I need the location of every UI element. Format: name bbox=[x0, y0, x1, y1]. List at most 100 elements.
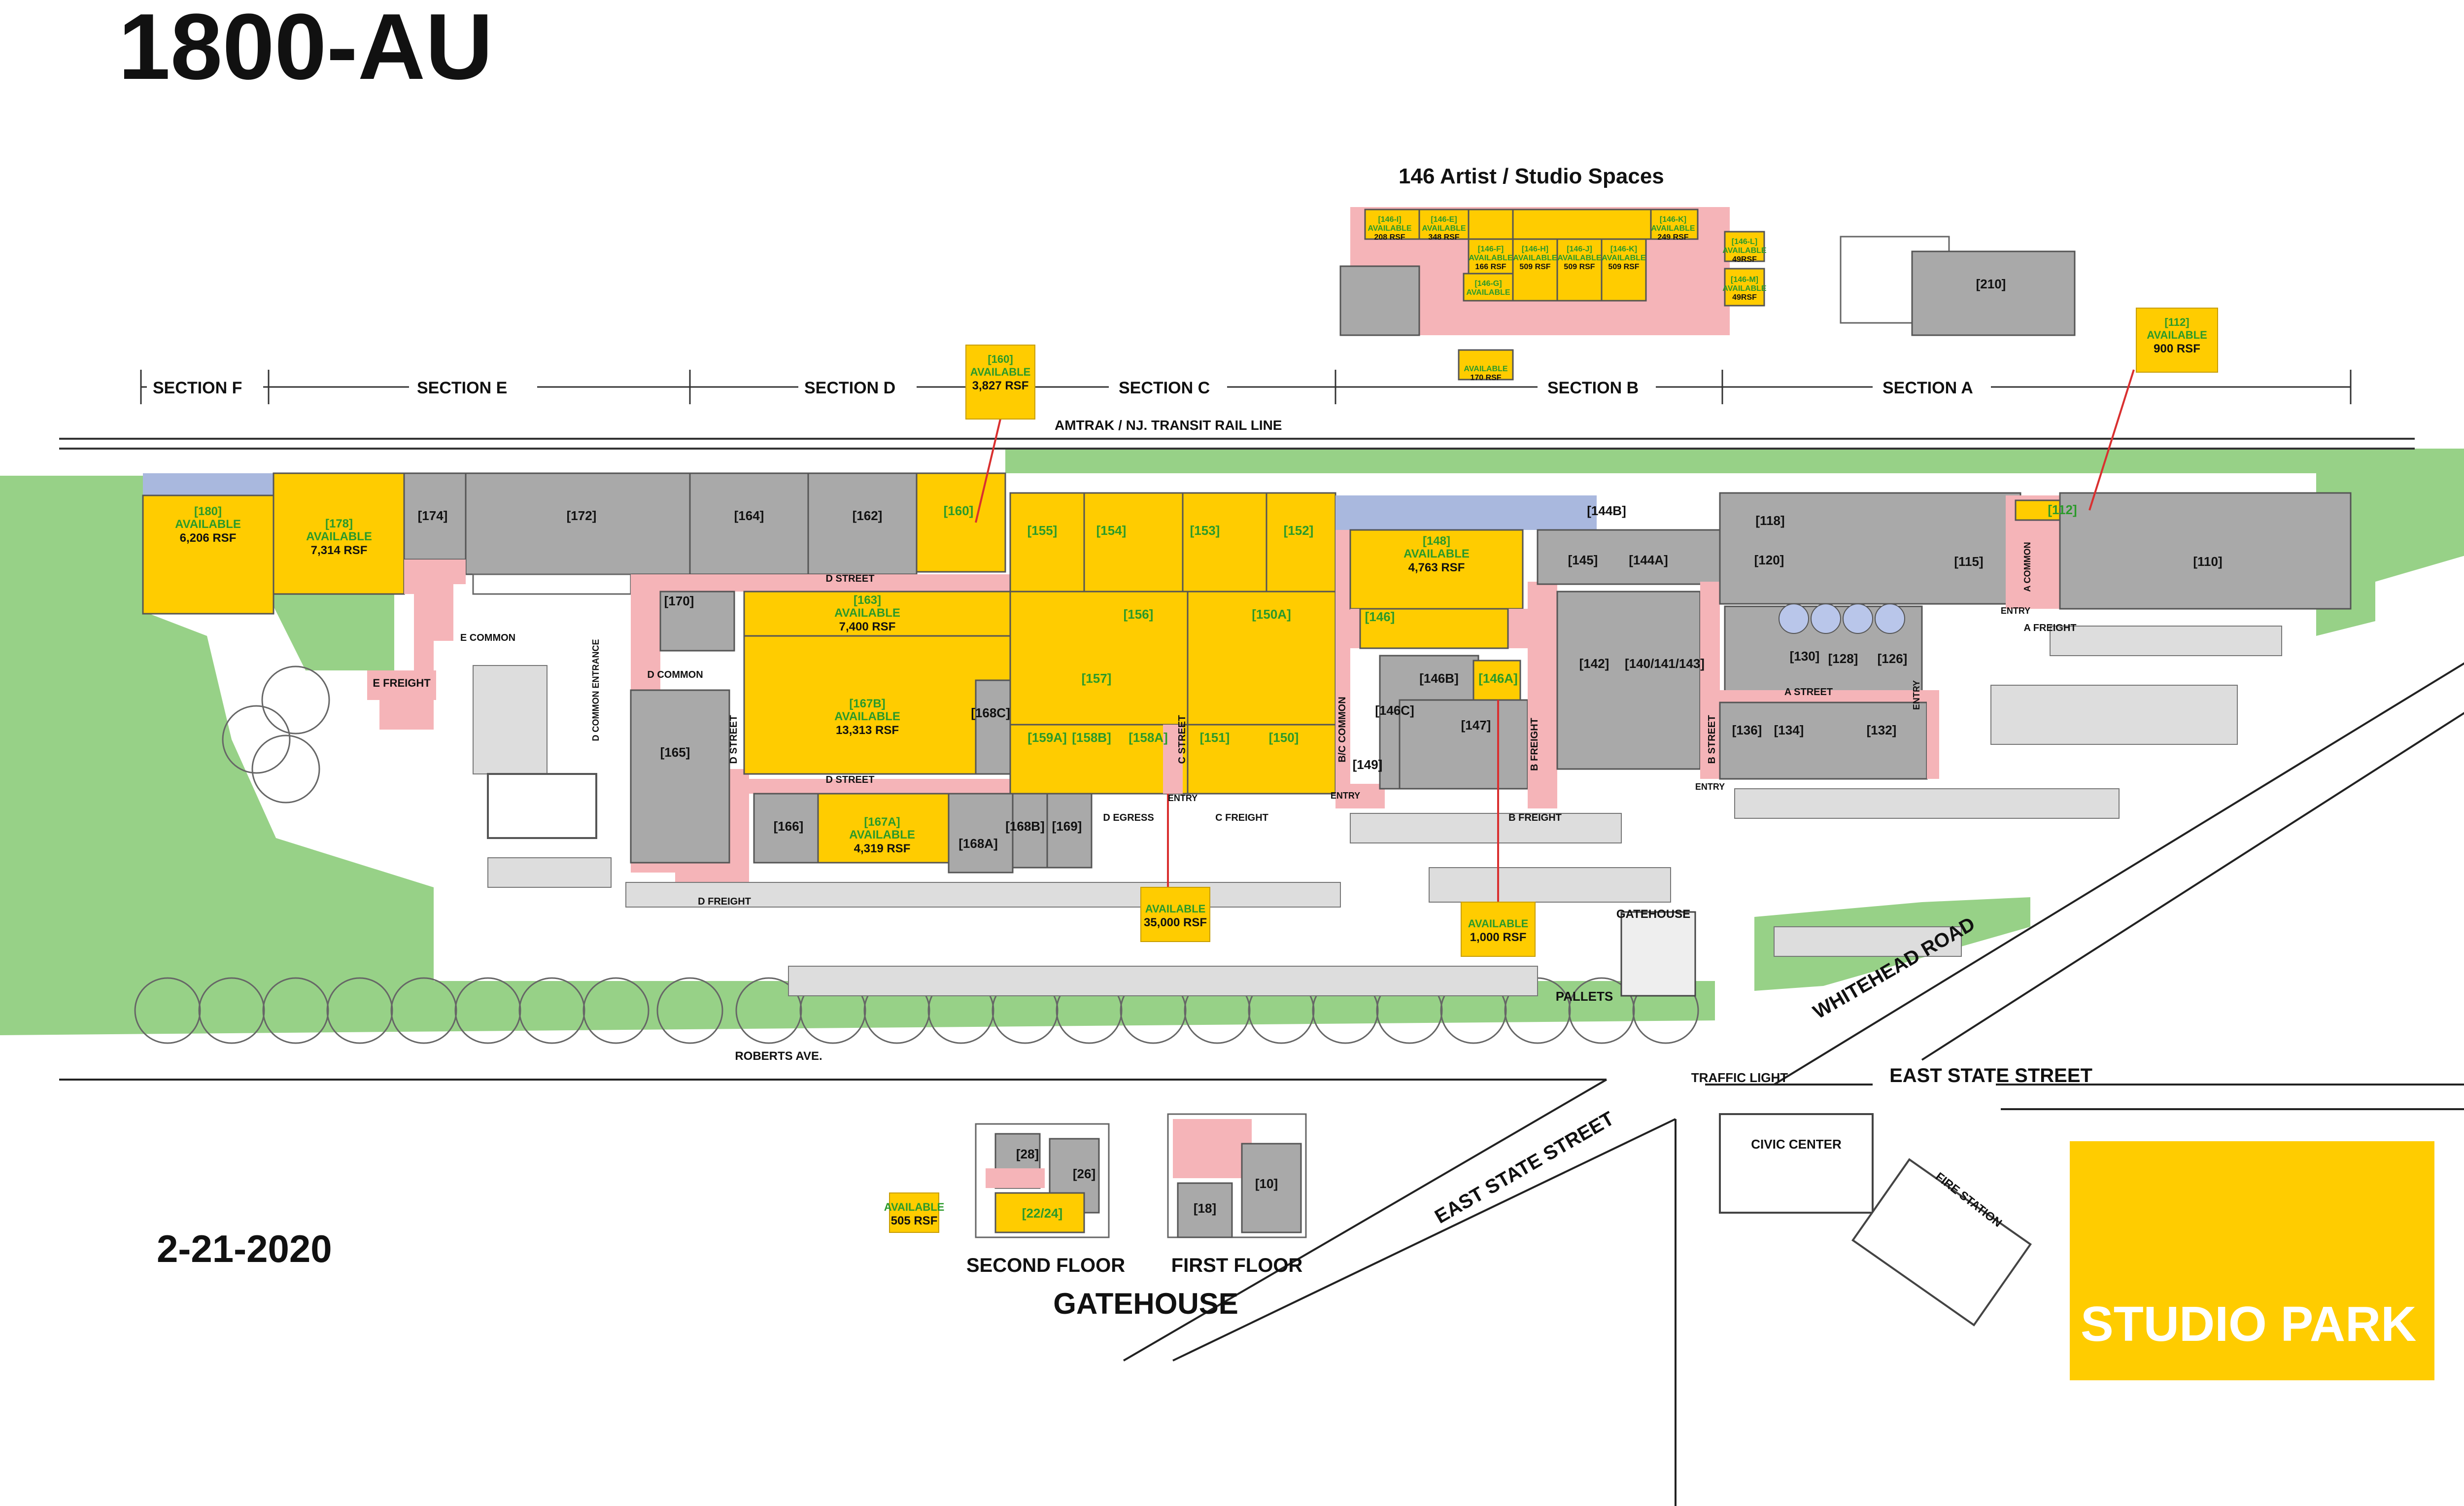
studio-space-size: 49RSF bbox=[1732, 293, 1757, 302]
studio-space-id: [146-K] bbox=[1610, 245, 1637, 253]
yellow-unit-label: [153] bbox=[1190, 523, 1220, 538]
unit-label: [144B] bbox=[1587, 503, 1626, 518]
yellow-unit-label: [150A] bbox=[1252, 607, 1291, 622]
street-label: ENTRY bbox=[1695, 782, 1725, 792]
street-label: ENTRY bbox=[2001, 606, 2030, 616]
street-label: D STREET bbox=[728, 715, 739, 764]
unit-label: [174] bbox=[418, 508, 448, 523]
studio-space-size: 509 RSF bbox=[1519, 263, 1550, 271]
callout-size: 505 RSF bbox=[891, 1214, 938, 1227]
callout-id: [112] bbox=[2164, 316, 2189, 328]
studio-space-size: 249 RSF bbox=[1657, 233, 1688, 242]
studio-space-size: 348 RSF bbox=[1428, 233, 1459, 242]
street-label: B/C COMMON bbox=[1337, 697, 1348, 762]
studio-space-status: AVAILABLE bbox=[1422, 224, 1466, 233]
section-a-label: SECTION A bbox=[1882, 379, 1973, 397]
available-unit-id: [167A] bbox=[864, 815, 900, 829]
unit-180 bbox=[142, 494, 274, 615]
callout-id: [160] bbox=[988, 353, 1013, 365]
gatehouse-unit-label: [10] bbox=[1255, 1176, 1278, 1191]
unit-label: [162] bbox=[853, 508, 883, 523]
unit-label: [136] bbox=[1732, 723, 1762, 737]
unit-178 bbox=[273, 472, 405, 595]
map-date: 2-21-2020 bbox=[157, 1227, 332, 1270]
street-label: E FREIGHT bbox=[373, 677, 431, 689]
studio-space-id: [146-K] bbox=[1660, 215, 1686, 224]
unit-label: [134] bbox=[1774, 723, 1804, 737]
available-unit-id: [178] bbox=[325, 517, 353, 530]
street-label: D FREIGHT bbox=[698, 896, 751, 907]
yellow-unit-label: [146] bbox=[1365, 609, 1395, 624]
section-c-label: SECTION C bbox=[1119, 379, 1210, 397]
callout-size: 35,000 RSF bbox=[1144, 916, 1207, 929]
callout-tag bbox=[1140, 887, 1210, 942]
studio-space-status: AVAILABLE bbox=[1469, 254, 1513, 262]
street-label: ENTRY bbox=[1168, 793, 1198, 803]
available-unit-size: 4,763 RSF bbox=[1408, 561, 1465, 574]
callout-tag bbox=[965, 345, 1035, 420]
studio-spaces-title: 146 Artist / Studio Spaces bbox=[1399, 164, 1664, 188]
studio-space-id: [146-L] bbox=[1732, 238, 1757, 246]
street-label: D STREET bbox=[826, 774, 875, 785]
available-unit-status: AVAILABLE bbox=[834, 710, 900, 723]
yellow-unit-label: [152] bbox=[1284, 523, 1314, 538]
available-unit-id: [148] bbox=[1423, 534, 1450, 548]
yellow-unit-label: [151] bbox=[1200, 730, 1230, 745]
unit-label: [147] bbox=[1461, 718, 1491, 733]
unit-label: [149] bbox=[1353, 757, 1383, 772]
callout-status: AVAILABLE bbox=[2147, 329, 2207, 341]
callout-tag bbox=[2136, 308, 2218, 373]
callout-status: AVAILABLE bbox=[1468, 917, 1529, 930]
callout-status: AVAILABLE bbox=[884, 1201, 945, 1213]
studio-space-size: 166 RSF bbox=[1475, 263, 1506, 271]
unit-160 bbox=[916, 472, 1006, 573]
yellow-unit-label: [150] bbox=[1269, 730, 1299, 745]
logo-tagline: DO WHAT YOU LOVE. LOVE W(HERE) YOU DO IT… bbox=[2081, 1353, 2430, 1369]
east-state-street-diag-label: EAST STATE STREET bbox=[1431, 1108, 1618, 1228]
unit-label: [166] bbox=[774, 819, 804, 834]
gatehouse-unit-label: [26] bbox=[1073, 1166, 1095, 1181]
studio-space-id: [146-H] bbox=[1522, 245, 1548, 253]
unit-label: [115] bbox=[1954, 554, 1983, 569]
street-label: ENTRY bbox=[1331, 791, 1360, 801]
yellow-unit-label: [146A] bbox=[1478, 671, 1517, 686]
yellow-unit-label: [160] bbox=[944, 503, 974, 518]
unit-label: [110] bbox=[2193, 554, 2222, 569]
yellow-unit-label: [156] bbox=[1124, 607, 1154, 622]
studio-park-logo: STUDIO PARK DO WHAT YOU LOVE. LOVE W(HER… bbox=[2070, 1141, 2434, 1380]
studio-space-size: 509 RSF bbox=[1564, 263, 1595, 271]
civic-center-label: CIVIC CENTER bbox=[1751, 1137, 1842, 1152]
yellow-unit-label: [154] bbox=[1096, 523, 1127, 538]
available-unit-id: [167B] bbox=[849, 697, 885, 710]
street-label: A STREET bbox=[1784, 687, 1833, 698]
street-label: D COMMON ENTRANCE bbox=[591, 639, 601, 741]
map-title: 1800-AU bbox=[118, 0, 493, 99]
unit-label: [126] bbox=[1878, 651, 1908, 666]
unit-label: [132] bbox=[1867, 723, 1897, 737]
east-state-street-label: EAST STATE STREET bbox=[1889, 1065, 2092, 1086]
unit-label: [168A] bbox=[958, 836, 997, 851]
callout-size: 900 RSF bbox=[2154, 342, 2200, 355]
roads bbox=[59, 662, 2464, 1506]
callout-size: 3,827 RSF bbox=[972, 379, 1029, 392]
studio-space-status: AVAILABLE bbox=[1368, 224, 1412, 233]
pallets-label: PALLETS bbox=[1556, 989, 1613, 1004]
callout-tag bbox=[889, 1192, 939, 1233]
street-label: C STREET bbox=[1177, 715, 1188, 764]
street-label: D STREET bbox=[826, 573, 875, 584]
rail-line: AMTRAK / NJ. TRANSIT RAIL LINE bbox=[59, 418, 2415, 450]
unit-label: [142] bbox=[1579, 656, 1609, 671]
section-d-label: SECTION D bbox=[804, 379, 895, 397]
main-building bbox=[142, 472, 2352, 882]
studio-space-size: 170 RSF bbox=[1470, 374, 1501, 382]
unit-label: [120] bbox=[1754, 553, 1784, 567]
studio-space-id: [146-G] bbox=[1474, 280, 1502, 288]
gatehouse-unit-label: [22/24] bbox=[1022, 1206, 1062, 1221]
studio-space-size: 509 RSF bbox=[1608, 263, 1639, 271]
street-label: B FREIGHT bbox=[1508, 812, 1562, 823]
available-unit-status: AVAILABLE bbox=[1403, 547, 1470, 560]
section-f-label: SECTION F bbox=[153, 379, 242, 397]
callout-status: AVAILABLE bbox=[1145, 903, 1206, 915]
unit-label: [168B] bbox=[1005, 819, 1044, 834]
yellow-unit-label: [157] bbox=[1082, 671, 1112, 686]
